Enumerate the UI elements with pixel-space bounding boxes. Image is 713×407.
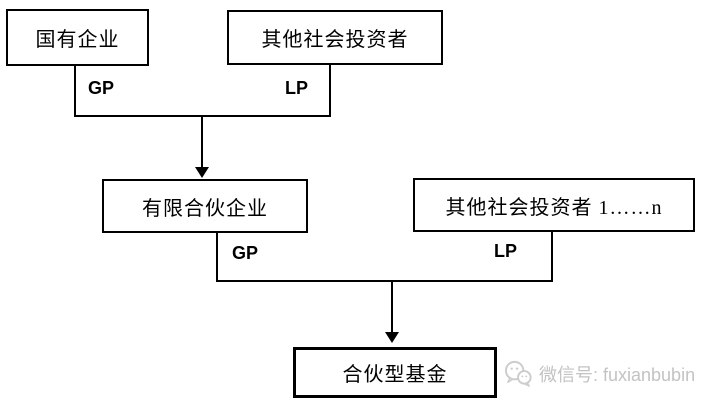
down-arrow-1-head (195, 167, 209, 178)
box-limited-partnership-label: 有限合伙企业 (142, 197, 268, 220)
connector-other-investors-vertical (329, 63, 331, 117)
wechat-icon (503, 358, 534, 389)
connector-level2-horizontal (216, 280, 553, 282)
down-arrow-1-shaft (201, 117, 203, 169)
box-other-social-investors: 其他社会投资者 (227, 10, 443, 65)
connector-level1-horizontal (74, 115, 331, 117)
connector-other-investors-n-vertical (551, 232, 553, 281)
box-other-social-investors-n: 其他社会投资者 1……n (413, 178, 695, 232)
box-other-social-investors-n-label: 其他社会投资者 1……n (445, 196, 663, 219)
connector-limited-partnership-vertical (216, 233, 218, 281)
box-state-owned-enterprise-label: 国有企业 (35, 29, 120, 51)
wechat-watermark: 微信号: fuxianbubin (503, 358, 695, 389)
connector-state-owned-vertical (74, 64, 76, 117)
box-state-owned-enterprise: 国有企业 (6, 9, 149, 66)
lp-label-level1: LP (285, 78, 309, 98)
watermark-text: 微信号: fuxianbubin (539, 364, 696, 385)
gp-label-level2: GP (232, 243, 259, 263)
box-limited-partnership: 有限合伙企业 (102, 179, 308, 233)
down-arrow-2-shaft (391, 282, 393, 333)
box-partnership-fund: 合伙型基金 (293, 347, 497, 398)
box-other-social-investors-label: 其他社会投资者 (261, 29, 409, 51)
box-partnership-fund-label: 合伙型基金 (342, 364, 448, 386)
gp-label-level1: GP (88, 78, 115, 98)
lp-label-level2: LP (494, 241, 518, 261)
down-arrow-2-head (385, 332, 399, 343)
